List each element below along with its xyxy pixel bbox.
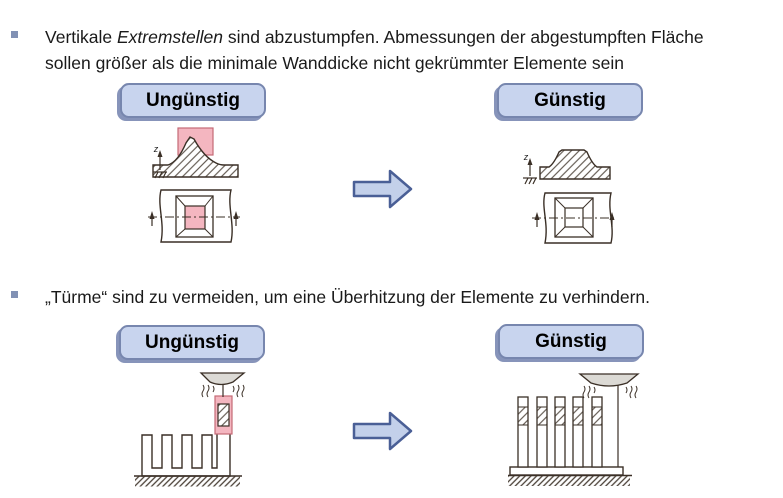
bullet-1-italic: Extremstellen (116, 27, 223, 47)
bullet-square-2 (11, 291, 18, 298)
diagram-towers-favorable (508, 373, 640, 486)
bullet-1-line-1: Vertikale Extremstellen sind abzustumpfe… (45, 27, 704, 47)
unfavorable-label-row2: Ungünstig (119, 325, 265, 360)
base-slab (509, 466, 624, 476)
diagram-tower-unfavorable (134, 372, 246, 487)
z-axis-icon (153, 150, 167, 179)
z-axis-label: z (523, 152, 529, 162)
heat-waves-icon (201, 384, 245, 398)
z-axis-icon (523, 158, 537, 185)
unfavorable-label-row1: Ungünstig (120, 83, 266, 118)
favorable-label-text: Günstig (535, 330, 607, 352)
heater-icon (199, 372, 246, 398)
unfavorable-label-text: Ungünstig (145, 331, 239, 353)
measure-arrows (149, 211, 239, 226)
favorable-label-row2: Günstig (498, 324, 644, 359)
unfavorable-label-text: Ungünstig (146, 89, 240, 111)
bullet-2-text: „Türme“ sind zu vermeiden, um eine Überh… (45, 287, 651, 307)
heated-bands (517, 406, 603, 426)
truncated-top-view (532, 192, 616, 244)
heat-waves-icon (582, 385, 638, 399)
bullet-square-1 (11, 31, 18, 38)
peak-top-view (148, 189, 240, 243)
tower-array (517, 396, 603, 468)
truncated-cross-section (539, 149, 611, 180)
ground (508, 474, 632, 486)
favorable-label-text: Günstig (534, 89, 606, 111)
heater-icon (578, 373, 640, 467)
peak-cross-section (152, 136, 239, 178)
diagram-truncated-peak-favorable: z (523, 149, 616, 244)
bullet-1-text: Vertikale Extremstellen sind abzustumpfe… (45, 24, 780, 76)
favorable-label-row1: Günstig (497, 83, 643, 118)
ground (134, 475, 242, 487)
z-axis-label: z (153, 144, 159, 154)
bullet-1-line-2: sollen größer als die minimale Wanddicke… (45, 53, 625, 73)
overheat-insert (217, 403, 230, 427)
block-arrow-right-icon (352, 411, 413, 451)
diagram-sharp-peak-unfavorable: z (148, 127, 240, 243)
measure-arrows (534, 212, 615, 227)
block-arrow-right-icon (352, 169, 413, 209)
